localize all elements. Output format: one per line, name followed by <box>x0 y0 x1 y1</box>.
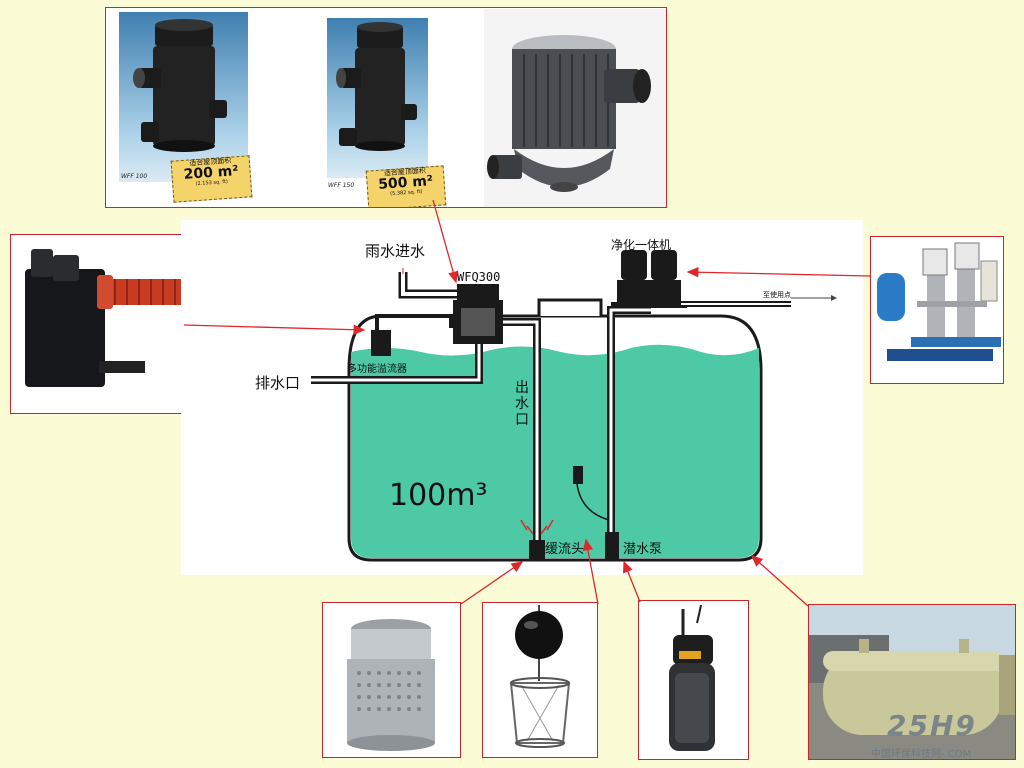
wff100-model-label: WFF 100 <box>121 173 148 180</box>
wff150-model-label: WFF 150 <box>328 182 355 189</box>
submersible-pump-label: 潜水泵 <box>623 542 663 557</box>
tank-photo-panel: 25H9 中国环保科技网-.COM <box>808 604 1016 760</box>
overflow-device-symbol <box>371 330 391 356</box>
pump-symbol <box>605 532 619 560</box>
wfq300-photo <box>484 9 666 207</box>
arrow-to-pump <box>623 560 641 603</box>
purifier-symbol <box>621 250 647 280</box>
float-switch-symbol <box>573 466 583 484</box>
tank-diagram: 雨水进水 WFQ300 净化一体机 至使用点 排水口 多功能溢流器 出 水 口 … <box>181 220 863 575</box>
wff150-filter-image <box>336 22 417 151</box>
filter-products-panel: WFF 100 适合屋顶面积 200 m² (2.153 sq. ft) WFF… <box>105 7 667 208</box>
calmed-inlet-image <box>347 619 435 751</box>
outlet-label: 出 水 口 <box>515 380 529 428</box>
arrow-to-float-switch <box>582 538 599 605</box>
watermark-site: 中国环保科技网-.COM <box>871 749 972 760</box>
tank-diagram-svg <box>311 250 837 562</box>
fiberglass-tank-photo <box>809 605 1015 759</box>
wfq300-filter-symbol <box>457 284 499 300</box>
float-switch-panel <box>482 602 598 758</box>
calmed-inlet-label: 缓流头 <box>545 542 585 557</box>
overflow-device-image <box>11 235 183 413</box>
submersible-pump-panel <box>638 600 749 760</box>
wff100-photo <box>119 12 248 182</box>
drain-outlet-label: 排水口 <box>255 374 301 392</box>
wff100-filter-image <box>133 19 227 152</box>
tank-water <box>351 344 759 558</box>
arrow-to-overflow <box>183 324 366 335</box>
wff150-photo <box>327 18 428 178</box>
rain-inlet-label: 雨水进水 <box>365 242 426 260</box>
purifier-panel <box>870 236 1004 384</box>
arrow-to-filter <box>432 199 459 284</box>
overflow-device-panel <box>10 234 184 414</box>
purifier-label: 净化一体机 <box>611 238 672 252</box>
wfq300-filter-image <box>487 35 651 192</box>
arrow-to-calmed-inlet <box>460 561 524 605</box>
calmed-inlet-panel <box>322 602 461 758</box>
arrow-to-tank <box>751 555 809 607</box>
overflow-label: 多功能溢流器 <box>347 364 407 375</box>
watermark-logo: 25H9 <box>887 709 977 742</box>
arrow-to-purifier <box>686 267 871 278</box>
submersible-pump-image <box>669 604 715 751</box>
float-switch-image <box>509 605 571 748</box>
filter-model-label: WFQ300 <box>457 270 501 284</box>
purifier-unit-image <box>871 237 1003 383</box>
to-use-point-label: 至使用点 <box>763 291 791 299</box>
tank-volume-label: 100m³ <box>389 478 488 513</box>
